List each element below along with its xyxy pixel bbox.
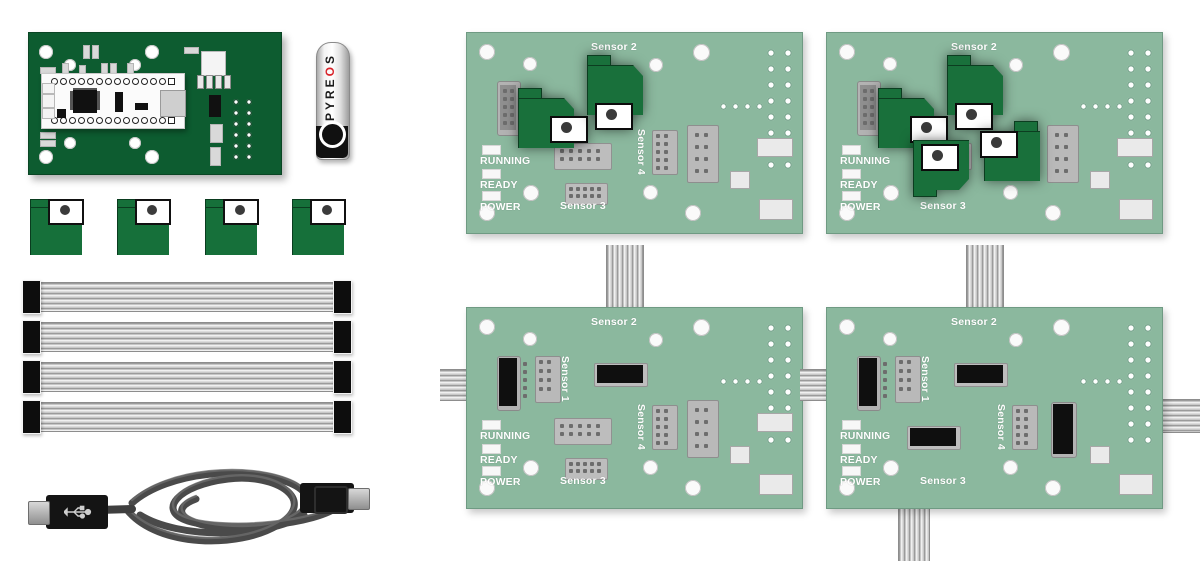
silkscreen-sensor-1: Sensor 1 xyxy=(919,356,931,402)
interface-board-two-cables: RUNNING READY POWER Sensor 1 Sensor 2 Se… xyxy=(466,307,803,509)
led-label-power: POWER xyxy=(480,201,521,213)
sensor-module-2 xyxy=(117,199,179,255)
usb-flash-drive: PYREOS xyxy=(310,42,354,160)
ribbon-connector-sensor-2 xyxy=(957,365,1003,383)
sensor-module-3 xyxy=(205,199,267,255)
usb-trident-icon xyxy=(64,505,92,519)
silkscreen-sensor-1: Sensor 1 xyxy=(559,356,571,402)
sensor-aperture-icon xyxy=(60,205,70,215)
sensor-module-4 xyxy=(292,199,354,255)
pyreos-logo: PYREOS xyxy=(323,50,337,124)
silkscreen-sensor-3: Sensor 3 xyxy=(560,475,606,487)
silkscreen-sensor-2: Sensor 2 xyxy=(951,41,997,53)
led-label-running: RUNNING xyxy=(840,155,891,167)
led-label-power: POWER xyxy=(840,201,881,213)
led-label-ready: READY xyxy=(840,179,878,191)
ribbon-connector-sensor-1 xyxy=(859,358,877,406)
silkscreen-sensor-3: Sensor 3 xyxy=(920,200,966,212)
led-label-running: RUNNING xyxy=(480,155,531,167)
sensor-aperture-icon xyxy=(322,205,332,215)
usb-plug-left-tip xyxy=(28,501,50,525)
mcu-module xyxy=(41,73,186,129)
ribbon-cable-3 xyxy=(22,360,352,394)
mounted-sensor-2 xyxy=(947,55,1013,130)
mounted-sensor-1 xyxy=(878,88,948,148)
usb-cable xyxy=(28,455,370,551)
mounted-sensor-2 xyxy=(587,55,653,130)
interface-board-four-cables: RUNNING READY POWER Sensor 1 Sensor 2 Se… xyxy=(826,307,1163,509)
ribbon-cable-1 xyxy=(22,280,352,314)
silkscreen-sensor-3: Sensor 3 xyxy=(920,475,966,487)
pyreos-logo-text: PYREOS xyxy=(323,52,337,122)
usb-stick-swivel-hole xyxy=(322,124,343,145)
silkscreen-sensor-3: Sensor 3 xyxy=(560,200,606,212)
sensor-aperture-icon xyxy=(235,205,245,215)
led-label-running: RUNNING xyxy=(840,430,891,442)
ribbon-cable-4 xyxy=(22,400,352,434)
ribbon-connector-sensor-2 xyxy=(597,365,643,383)
led-label-power: POWER xyxy=(840,476,881,488)
ribbon-connector-sensor-3 xyxy=(910,428,956,446)
silkscreen-sensor-4: Sensor 4 xyxy=(995,404,1007,450)
ribbon-connector-sensor-4 xyxy=(1053,404,1073,454)
led-label-power: POWER xyxy=(480,476,521,488)
led-label-ready: READY xyxy=(840,454,878,466)
mounted-sensor-1 xyxy=(518,88,588,148)
interface-board-two-sensors: RUNNING READY POWER Sensor 2 Sensor 3 Se… xyxy=(466,32,803,234)
ribbon-connector-sensor-1 xyxy=(499,358,517,406)
silkscreen-sensor-2: Sensor 2 xyxy=(951,316,997,328)
mounted-sensor-4 xyxy=(980,121,1046,181)
interface-board-four-cables-group: RUNNING READY POWER Sensor 1 Sensor 2 Se… xyxy=(800,245,1200,561)
sensor-module-1 xyxy=(30,199,92,255)
usb-plug-right-collar xyxy=(314,486,348,514)
mounted-sensor-3 xyxy=(913,140,979,200)
sensor-aperture-icon xyxy=(147,205,157,215)
silkscreen-sensor-4: Sensor 4 xyxy=(635,404,647,450)
ribbon-cable-2 xyxy=(22,320,352,354)
interface-board-four-sensors: RUNNING READY POWER Sensor 2 Sensor 3 xyxy=(826,32,1163,234)
mcu-carrier-board xyxy=(28,32,282,175)
silkscreen-sensor-4: Sensor 4 xyxy=(635,129,647,175)
usb-plug-right-tip xyxy=(348,488,370,510)
interface-board-two-cables-group: RUNNING READY POWER Sensor 1 Sensor 2 Se… xyxy=(440,245,840,545)
led-label-ready: READY xyxy=(480,454,518,466)
silkscreen-sensor-2: Sensor 2 xyxy=(591,316,637,328)
led-label-running: RUNNING xyxy=(480,430,531,442)
silkscreen-sensor-2: Sensor 2 xyxy=(591,41,637,53)
led-label-ready: READY xyxy=(480,179,518,191)
